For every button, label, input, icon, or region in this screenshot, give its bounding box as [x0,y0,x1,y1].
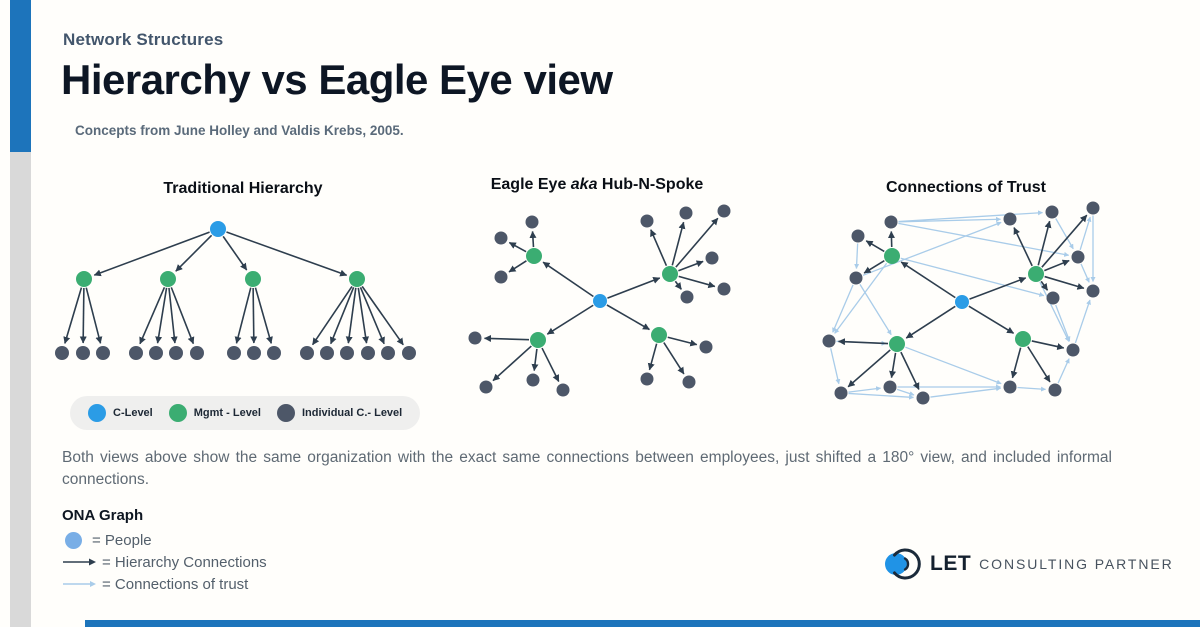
ona-label: = People [92,531,152,549]
logo-mark-icon [885,548,921,580]
subtitle: Concepts from June Holley and Valdis Kre… [75,123,404,138]
ona-row-people: = People [62,529,267,551]
c-level-dot-icon [88,404,106,422]
company-logo: LET CONSULTING PARTNER [882,546,1174,582]
ona-label: = Connections of trust [102,575,249,593]
legend-item-c-level: C-Level [88,404,153,422]
traditional-hierarchy-diagram [55,221,416,360]
ona-legend-heading: ONA Graph [62,507,144,524]
ona-legend: ONA Graph = People = Hierarchy Connectio… [62,507,267,595]
legend-label: Mgmt - Level [193,407,261,419]
title-pre: Eagle Eye [490,176,571,193]
page-title: Hierarchy vs Eagle Eye view [61,56,613,103]
left-gray-accent-bar [10,152,31,627]
legend-item-individual-level: Individual C.- Level [276,404,403,422]
mgmt-level-dot-icon [168,404,187,422]
ona-row-trust: = Connections of trust [62,573,267,595]
connections-of-trust-diagram [822,201,1100,405]
diagram-title-hub-n-spoke: Eagle Eye aka Hub-N-Spoke [437,176,757,194]
hub-n-spoke-diagram [468,204,731,397]
people-dot-icon [65,531,82,549]
trust-arrow-icon [63,581,96,587]
legend-label: C-Level [113,407,153,419]
title-italic: aka [570,176,598,193]
logo-tagline: CONSULTING PARTNER [979,556,1174,572]
kicker: Network Structures [63,30,224,49]
diagram-title-traditional-hierarchy: Traditional Hierarchy [163,180,323,197]
title-post: Hub-N-Spoke [597,176,704,193]
legend-item-mgmt-level: Mgmt - Level [168,404,261,422]
individual-level-dot-icon [276,404,295,422]
bottom-blue-accent-bar [85,620,1200,627]
diagram-title-connections-of-trust: Connections of Trust [886,179,1046,196]
legend-label: Individual C.- Level [301,407,403,419]
logo-name: LET [930,552,972,575]
left-blue-accent-bar [10,0,31,152]
hierarchy-arrow-icon [63,558,96,566]
ona-row-hierarchy: = Hierarchy Connections [62,551,267,573]
ona-label: = Hierarchy Connections [102,553,267,571]
node-legend: C-Level Mgmt - Level Individual C.- Leve… [70,396,421,430]
body-paragraph: Both views above show the same organizat… [62,449,1112,488]
